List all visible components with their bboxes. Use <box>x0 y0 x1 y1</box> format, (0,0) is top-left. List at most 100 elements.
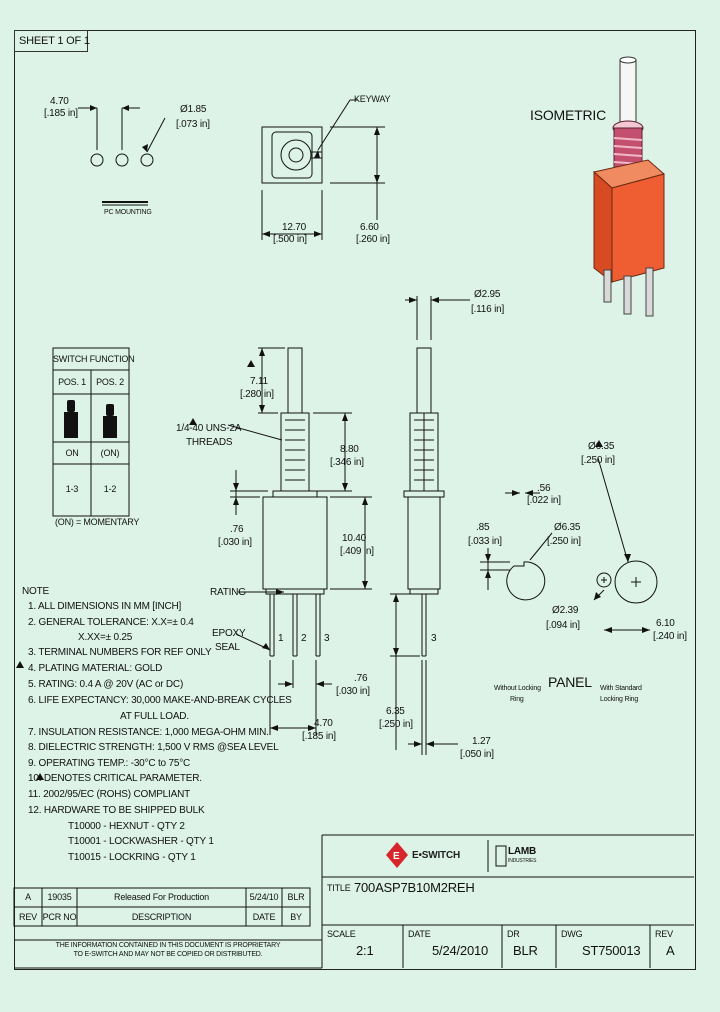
drawing-title: 700ASP7B10M2REH <box>354 880 475 895</box>
proprietary-line-1: THE INFORMATION CONTAINED IN THIS DOCUME… <box>55 942 281 949</box>
rev-header-pcr: PCR NO <box>42 912 77 922</box>
rev-row-by: BLR <box>287 892 305 902</box>
body-h-mm: 10.40 <box>342 533 367 544</box>
rev-row-date: 5/24/10 <box>249 892 279 902</box>
note-line: 3. TERMINAL NUMBERS FOR REF ONLY <box>28 647 212 658</box>
keyway-label: KEYWAY <box>354 94 391 104</box>
spacing-mm: 6.10 <box>656 618 675 629</box>
bushing-len-mm: 8.80 <box>340 444 359 455</box>
body-h-in: [.409 in] <box>340 546 374 557</box>
panel-right-caption-1: With Standard <box>600 685 642 692</box>
rev-row-pcr: 19035 <box>47 892 72 902</box>
note-line: 2. GENERAL TOLERANCE: X.X=± 0.4 <box>28 617 194 628</box>
key-mm: .56 <box>537 483 551 494</box>
note-line: 7. INSULATION RESISTANCE: 1,000 MEGA-OHM… <box>28 727 269 738</box>
rev-label: REV <box>655 929 673 939</box>
seal-label: SEAL <box>215 642 240 653</box>
flange-in: [.030 in] <box>218 537 252 548</box>
terminal-3-side: 3 <box>431 633 437 644</box>
notes-title: NOTE <box>22 586 49 597</box>
pc-dim-in: [.185 in] <box>44 108 78 119</box>
momentary-legend: (ON) = MOMENTARY <box>55 517 140 527</box>
rev-header-rev: REV <box>19 912 37 922</box>
partner-sub: INDUSTRIES <box>508 858 537 864</box>
pitch-mm: 4.70 <box>314 718 333 729</box>
panel-right-caption-2: Locking Ring <box>600 696 639 703</box>
rev-value: A <box>666 943 675 958</box>
panel-dia2-mm: Ø6.35 <box>554 522 581 533</box>
rev-row-desc: Released For Production <box>114 892 209 902</box>
note-line: 12. HARDWARE TO BE SHIPPED BULK <box>28 805 205 816</box>
width-in: [.500 in] <box>273 234 307 245</box>
terminal-2: 2 <box>301 633 307 644</box>
note-line: 8. DIELECTRIC STRENGTH: 1,500 V RMS @SEA… <box>28 742 279 753</box>
note-line: 4. PLATING MATERIAL: GOLD <box>28 663 163 674</box>
pos2-state: (ON) <box>100 448 120 458</box>
note-line: X.XX=± 0.25 <box>78 632 133 643</box>
pin-len-in: [.250 in] <box>379 719 413 730</box>
pin-len-mm: 6.35 <box>386 706 405 717</box>
scale-value: 2:1 <box>356 943 374 958</box>
pc-mounting-label: PC MOUNTING <box>104 209 152 216</box>
drawing-frame <box>14 30 696 970</box>
pos2-header: POS. 2 <box>96 377 124 387</box>
note-line: T10001 - LOCKWASHER - QTY 1 <box>68 836 214 847</box>
pin-t-in: [.050 in] <box>460 749 494 760</box>
note-line: AT FULL LOAD. <box>120 711 189 722</box>
note-line: 11. 2002/95/EC (ROHS) COMPLIANT <box>28 789 191 800</box>
rating-label: RATING <box>210 587 246 598</box>
pin-t-mm: 1.27 <box>472 736 491 747</box>
dwg-number: ST750013 <box>582 943 641 958</box>
hole-dia-mm: Ø1.85 <box>180 104 207 115</box>
hole-dia-in: [.073 in] <box>176 119 210 130</box>
rev-header-by: BY <box>290 912 302 922</box>
threads-label: THREADS <box>186 437 233 448</box>
switch-function-title: SWITCH FUNCTION <box>53 354 135 364</box>
terminal-3: 3 <box>324 633 330 644</box>
pos1-connection: 1-3 <box>65 484 79 494</box>
drawn-by-value: BLR <box>513 943 538 958</box>
svg-text:E: E <box>393 851 400 862</box>
width-mm: 12.70 <box>282 222 307 233</box>
terminal-1: 1 <box>278 633 284 644</box>
epoxy-label: EPOXY <box>212 628 246 639</box>
pos1-state: ON <box>65 448 79 458</box>
threads-note: 1/4-40 UNS-2A <box>176 423 242 434</box>
actuator-dia-in: [.116 in] <box>471 304 505 315</box>
panel-dia1-in: [.250 in] <box>581 455 615 466</box>
note-line: 9. OPERATING TEMP.: -30°C to 75°C <box>28 758 191 769</box>
panel-label: PANEL <box>548 674 592 690</box>
panel-left-caption-1: Without Locking <box>494 685 541 692</box>
bushing-len-in: [.346 in] <box>330 457 364 468</box>
actuator-len-mm: 7.11 <box>250 376 268 387</box>
note-line: T10000 - HEXNUT - QTY 2 <box>68 821 185 832</box>
pos1-header: POS. 1 <box>58 377 86 387</box>
dwg-label: DWG <box>561 929 583 939</box>
actuator-len-in: [.280 in] <box>240 389 274 400</box>
date-label: DATE <box>408 929 431 939</box>
flat-in: [.033 in] <box>468 536 502 547</box>
title-label: TITLE <box>327 883 351 893</box>
date-value: 5/24/2010 <box>432 943 489 958</box>
pin-w-mm: .76 <box>354 673 368 684</box>
sheet-label: SHEET 1 OF 1 <box>19 35 90 47</box>
flange-mm: .76 <box>230 524 244 535</box>
note-line: T10015 - LOCKRING - QTY 1 <box>68 852 196 863</box>
pin-w-in: [.030 in] <box>336 686 370 697</box>
scale-label: SCALE <box>327 929 356 939</box>
panel-dia3-in: [.094 in] <box>546 620 580 631</box>
drawn-by-label: DR <box>507 929 520 939</box>
depth-in: [.260 in] <box>356 234 390 245</box>
note-line: 5. RATING: 0.4 A @ 20V (AC or DC) <box>28 679 184 690</box>
panel-dia1-mm: Ø6.35 <box>588 441 615 452</box>
brand-logo: E•SWITCH <box>412 850 461 861</box>
spacing-in: [.240 in] <box>653 631 687 642</box>
depth-mm: 6.60 <box>360 222 379 233</box>
partner-logo: LAMB <box>508 846 537 857</box>
panel-dia2-in: [.250 in] <box>547 536 581 547</box>
panel-dia3-mm: Ø2.39 <box>552 605 579 616</box>
key-in: [.022 in] <box>527 495 561 506</box>
panel-left-caption-2: Ring <box>510 696 524 703</box>
note-line: 10. DENOTES CRITICAL PARAMETER. <box>28 773 202 784</box>
